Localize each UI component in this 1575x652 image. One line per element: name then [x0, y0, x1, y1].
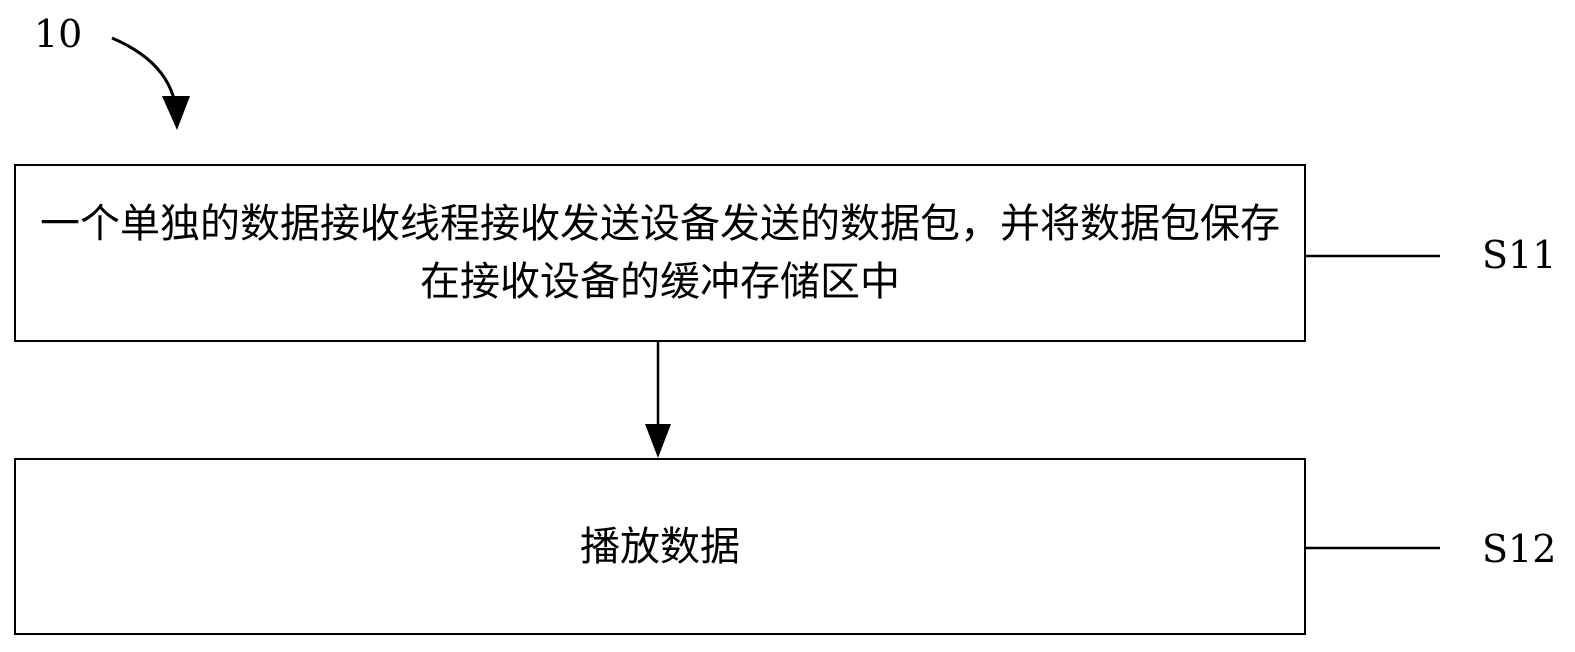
reference-curved-arrow: [111, 36, 178, 109]
step-label-s11: S11: [1482, 233, 1557, 277]
step-text-s11: 一个单独的数据接收线程接收发送设备发送的数据包，并将数据包保存在接收设备的缓冲存…: [40, 201, 1280, 305]
step-box-s12: 播放数据: [14, 458, 1306, 635]
figure-reference-numeral: 10: [34, 12, 83, 56]
step-label-s12: S12: [1482, 527, 1557, 571]
step-text-s12: 播放数据: [580, 523, 740, 570]
reference-arrowhead: [162, 96, 190, 130]
flow-arrowhead: [645, 424, 671, 458]
step-box-s11: 一个单独的数据接收线程接收发送设备发送的数据包，并将数据包保存在接收设备的缓冲存…: [14, 164, 1306, 342]
